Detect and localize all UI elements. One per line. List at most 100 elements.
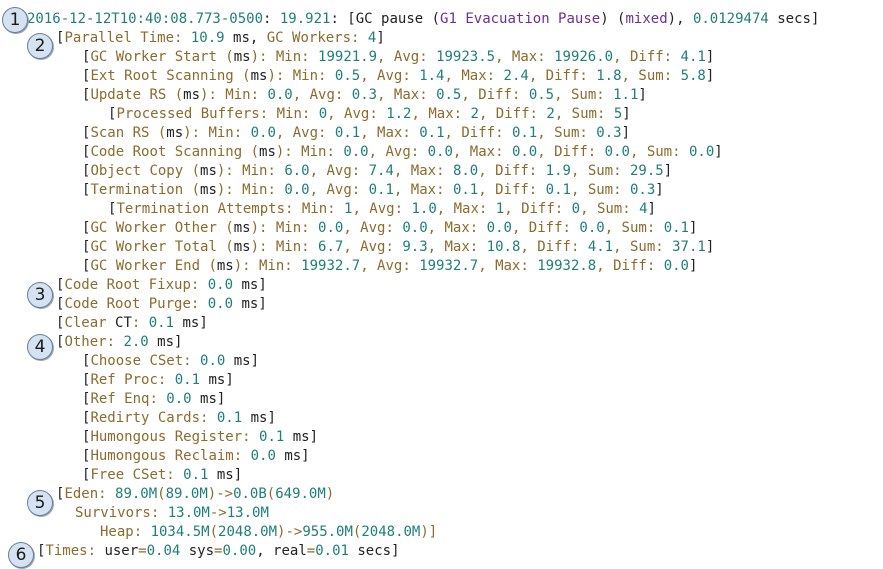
log-token: [ bbox=[82, 220, 91, 236]
log-token: Heap: bbox=[100, 524, 151, 540]
log-token: GC Worker End ( bbox=[90, 258, 217, 274]
log-token: , Max: bbox=[478, 258, 538, 274]
log-token: 19.921 bbox=[279, 11, 331, 27]
log-token: [ bbox=[56, 334, 65, 350]
log-token: ms bbox=[233, 239, 251, 255]
log-token: mixed bbox=[625, 11, 668, 27]
log-token: , Max: bbox=[393, 163, 453, 179]
log-token: , Diff: bbox=[528, 68, 597, 84]
log-token: 649.0M bbox=[275, 486, 326, 502]
log-token: 4 bbox=[367, 30, 377, 46]
log-token: 0.0 bbox=[267, 87, 293, 103]
log-token: ): Min: bbox=[200, 87, 268, 103]
log-token: 0.0 bbox=[250, 125, 276, 141]
log-token: ] bbox=[714, 144, 723, 160]
log-token: 0.5 bbox=[334, 68, 361, 84]
log-token: ): Min: bbox=[183, 125, 251, 141]
log-token: secs] bbox=[768, 11, 820, 27]
log-token: Survivors: bbox=[75, 505, 168, 521]
log-token: 0.0129474 bbox=[692, 11, 769, 27]
log-token: [ bbox=[82, 239, 91, 255]
log-token: user bbox=[104, 543, 139, 559]
log-token: ): Min: bbox=[216, 182, 285, 198]
log-token: , Sum: bbox=[554, 106, 614, 122]
log-line: [Parallel Time: 10.9 ms, GC Workers: 4] bbox=[56, 29, 385, 48]
log-token: , Sum: bbox=[570, 163, 630, 179]
log-token: ms bbox=[233, 220, 251, 236]
log-token: ms] bbox=[242, 410, 276, 426]
log-token: [ bbox=[82, 448, 91, 464]
log-line: [GC Worker Total (ms): Min: 6.7, Avg: 9.… bbox=[82, 238, 714, 257]
log-token: ): Min: bbox=[267, 68, 335, 84]
log-token: ( bbox=[266, 486, 276, 502]
log-token: , Diff: bbox=[537, 144, 605, 160]
log-token: 0.0 bbox=[200, 353, 226, 369]
log-token: , Diff: bbox=[520, 239, 588, 255]
log-token: ] bbox=[689, 220, 698, 236]
log-token: , Diff: bbox=[478, 163, 546, 179]
log-token: 0.0 bbox=[688, 144, 715, 160]
log-token: 9.3 bbox=[402, 239, 428, 255]
log-token: 0.0 bbox=[207, 277, 234, 293]
log-token: Termination ( bbox=[90, 182, 201, 198]
log-token: 0.5 bbox=[436, 87, 462, 103]
log-token: 4.1 bbox=[587, 239, 614, 255]
log-token: Code Root Purge: bbox=[64, 296, 208, 312]
log-line: [Times: user=0.04 sys=0.00, real=0.01 se… bbox=[37, 542, 400, 561]
log-token: 0.1 bbox=[216, 410, 243, 426]
log-token: 0 bbox=[571, 201, 581, 217]
callout-badge: 1 bbox=[2, 7, 28, 33]
log-token: 0.0 bbox=[427, 144, 453, 160]
log-token: Ref Proc: bbox=[90, 372, 175, 388]
log-token: 10.9 bbox=[190, 30, 225, 46]
log-line: [Other: 2.0 ms] bbox=[56, 333, 182, 352]
log-token: [ bbox=[82, 49, 91, 65]
log-token: 19921.9 bbox=[318, 49, 378, 65]
log-token: 0.0 bbox=[343, 144, 369, 160]
log-token: 0.1 bbox=[183, 467, 209, 483]
log-token: 0.0B bbox=[233, 486, 267, 502]
log-token: 0.1 bbox=[148, 315, 175, 331]
log-token: Times: bbox=[45, 543, 105, 559]
log-token: 37.1 bbox=[672, 239, 706, 255]
log-token: Free CSet: bbox=[90, 467, 184, 483]
log-token: ): Min: bbox=[275, 144, 344, 160]
log-line: [Code Root Scanning (ms): Min: 0.0, Avg:… bbox=[82, 143, 723, 162]
callout-badge: 6 bbox=[8, 542, 34, 568]
log-token: 0.0 bbox=[486, 220, 512, 236]
log-token: 0.3 bbox=[596, 125, 622, 141]
log-token: 0.0 bbox=[579, 220, 605, 236]
log-token: , Diff: bbox=[596, 258, 664, 274]
log-token: 0.0 bbox=[511, 144, 538, 160]
log-token: = bbox=[306, 543, 316, 559]
log-token: [ bbox=[82, 391, 91, 407]
log-token: , Diff: bbox=[478, 182, 546, 198]
log-token: ms bbox=[233, 49, 251, 65]
log-token: , Max: bbox=[495, 49, 555, 65]
log-token: )-> bbox=[277, 524, 303, 540]
log-token: CT bbox=[115, 315, 132, 331]
log-token: ] bbox=[705, 49, 715, 65]
log-token: ms] bbox=[148, 334, 183, 350]
log-token: 19923.5 bbox=[436, 49, 496, 65]
log-token: 1034.5M bbox=[150, 524, 210, 540]
log-token: [ bbox=[82, 68, 91, 84]
log-token: Parallel Time: bbox=[64, 30, 191, 46]
log-token: [ bbox=[82, 372, 91, 388]
log-token: , Avg: bbox=[309, 163, 369, 179]
log-token: , Diff: bbox=[504, 201, 572, 217]
log-token: ms] bbox=[225, 353, 260, 369]
log-token: [ bbox=[56, 277, 65, 293]
log-token: 0.1 bbox=[663, 220, 689, 236]
log-token: 0.04 bbox=[146, 543, 181, 559]
log-token: , Avg: bbox=[352, 201, 412, 217]
log-token: ms bbox=[259, 144, 276, 160]
log-token: ): Min: bbox=[250, 239, 319, 255]
log-token: Ref Enq: bbox=[90, 391, 167, 407]
log-token: ] bbox=[663, 163, 673, 179]
log-token: , Avg: bbox=[360, 68, 420, 84]
log-token: = bbox=[214, 543, 223, 559]
callout-badge: 3 bbox=[27, 282, 53, 308]
log-token: sys bbox=[180, 543, 215, 559]
log-token: [ bbox=[56, 296, 65, 312]
